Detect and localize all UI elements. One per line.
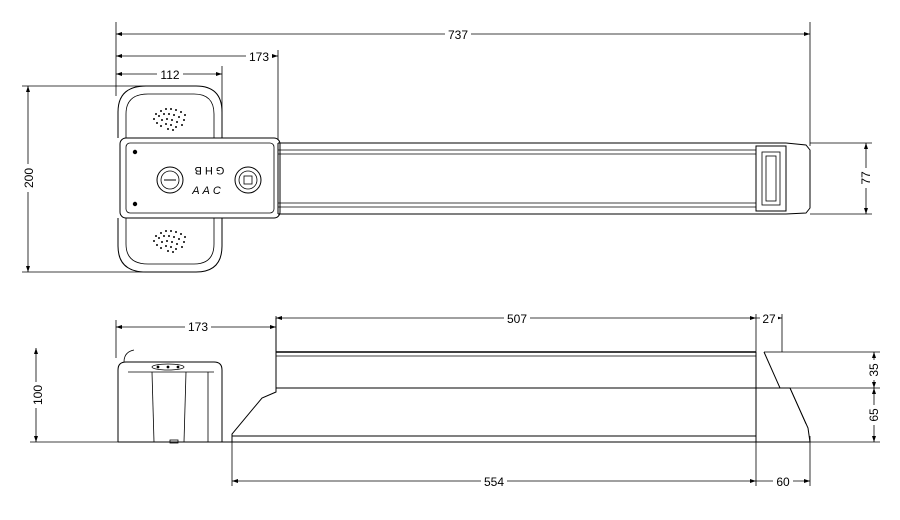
side-view: 173 507 27 100: [27, 311, 881, 489]
dim-side-height: 100: [27, 348, 118, 443]
dim-label-173-side: 173: [188, 320, 208, 334]
dim-overall-length: 737: [115, 22, 811, 146]
dim-label-27: 27: [762, 312, 776, 326]
panel-text-bottom: AAC: [191, 185, 224, 197]
dim-body-to-bar: 173: [116, 49, 279, 140]
upper-speaker-grille: [153, 108, 186, 131]
side-bar: [118, 318, 811, 443]
power-button-icon: [156, 166, 184, 194]
dim-label-65: 65: [867, 408, 881, 422]
dim-side-bar-length: 507: [276, 311, 757, 352]
top-view: 737 173 112 200: [18, 22, 873, 273]
dim-side-segments: 35 65: [780, 351, 881, 443]
dim-side-body-length: 173: [115, 316, 277, 358]
dim-side-base: 554 60: [231, 436, 811, 489]
panel-text-top: GHB: [192, 164, 225, 176]
dim-label-100: 100: [31, 385, 45, 405]
dim-label-507: 507: [507, 312, 527, 326]
dim-label-554: 554: [484, 475, 504, 489]
dim-label-35: 35: [867, 363, 881, 377]
dim-bar-height: 77: [810, 142, 873, 215]
dim-label-173-top: 173: [249, 50, 269, 64]
upper-speaker-lobe: [117, 85, 223, 138]
control-panel: GHB AAC: [119, 137, 281, 219]
dim-label-77: 77: [859, 171, 873, 185]
key-lock-icon: [234, 166, 262, 194]
dim-body-width: 112: [116, 66, 223, 138]
dim-label-112: 112: [160, 68, 179, 82]
dim-label-60: 60: [776, 475, 790, 489]
dim-label-737: 737: [448, 28, 468, 42]
dim-body-height: 200: [18, 85, 150, 273]
dim-label-200: 200: [22, 168, 36, 188]
lower-speaker-lobe: [117, 218, 223, 273]
lower-speaker-grille: [153, 230, 186, 253]
dim-side-end-cap: 27: [756, 311, 783, 352]
side-body: [117, 349, 223, 444]
top-bar: [277, 142, 811, 215]
